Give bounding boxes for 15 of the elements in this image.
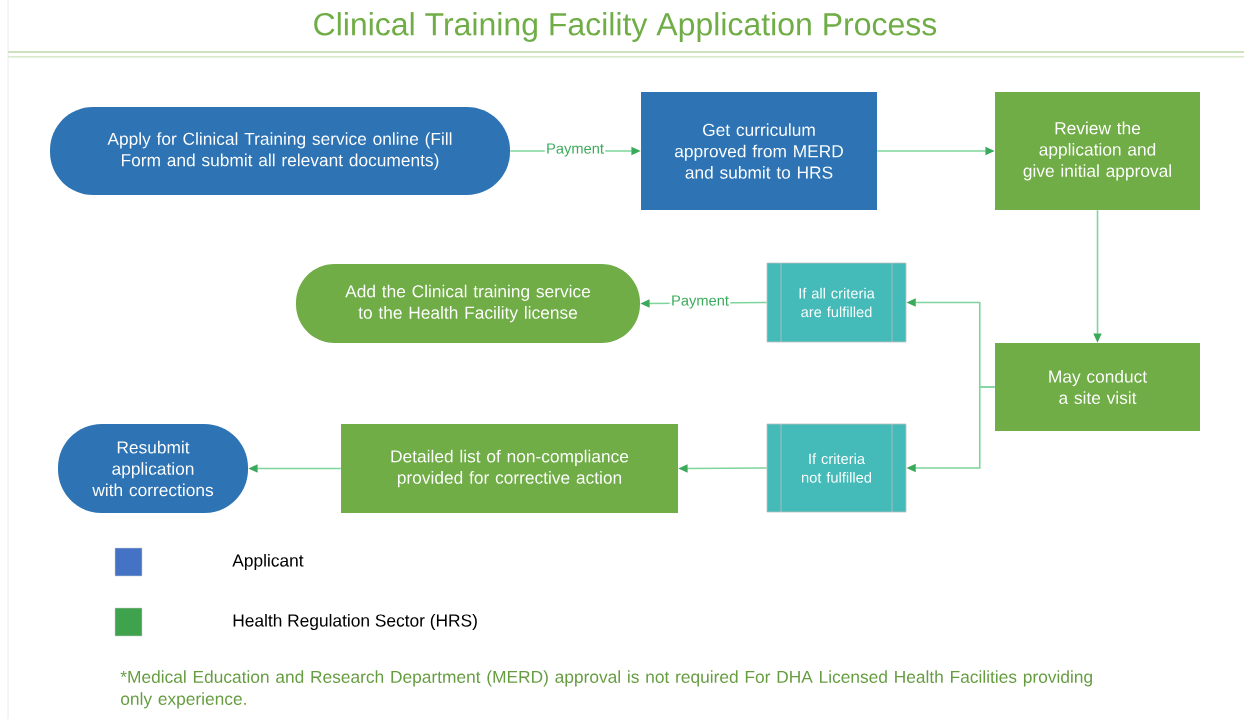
terminal-box: Resubmit application with corrections (58, 424, 248, 513)
process-box: Review the application and give initial approval (995, 92, 1200, 210)
process-box: Get curriculum approved from MERD and submit to HRS (641, 92, 877, 210)
edge-label: Payment (669, 294, 731, 310)
footnote: *Medical Education and Research Department (MERD) approval is not required For DHA Licensed Health Facilities providing only experience. (120, 670, 1092, 709)
title: Clinical Training Facility Application Process (314, 12, 937, 42)
terminal-box: Apply for Clinical Training service online (Fill Form and submit all relevant documents) (50, 107, 510, 195)
legend-label: Health Regulation Sector (HRS) (233, 613, 477, 631)
legend-label: Applicant (232, 553, 304, 571)
process-box: May conduct a site visit (995, 343, 1200, 431)
condition-box: If all criteria are fulfilled (766, 262, 907, 343)
terminal-box: Add the Clinical training service to the Health Facility license (296, 264, 640, 343)
condition-box: If criteria not fulfilled (766, 423, 907, 513)
edge-label: Payment (544, 142, 606, 158)
process-box: Detailed list of non-compliance provided for corrective action (341, 424, 678, 513)
